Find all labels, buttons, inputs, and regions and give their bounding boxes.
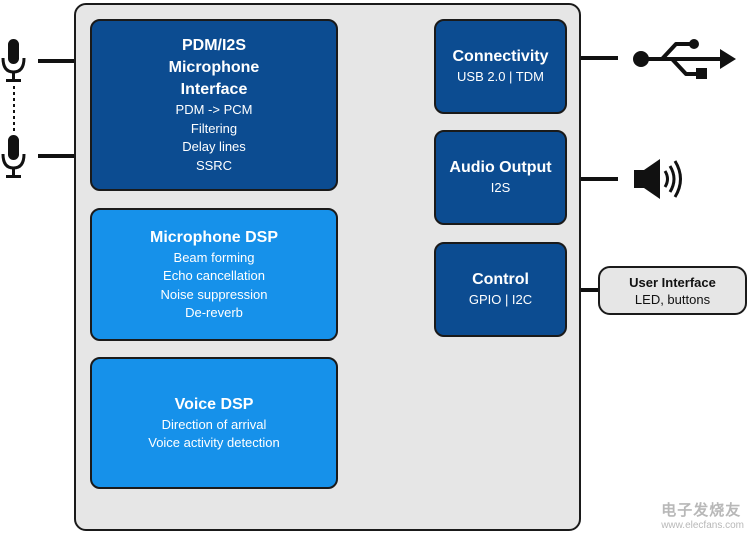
ui-connector xyxy=(581,288,599,292)
connectivity-sub: USB 2.0 | TDM xyxy=(457,69,544,85)
speaker-connector xyxy=(581,177,618,181)
voice-dsp-title: Voice DSP xyxy=(174,395,254,413)
pdm-item: Delay lines xyxy=(182,139,246,154)
mic-dsp-item: Noise suppression xyxy=(160,286,268,302)
microphone-icon xyxy=(1,135,26,178)
user-interface-title: User Interface xyxy=(629,274,716,290)
connectivity-title: Connectivity xyxy=(452,48,549,66)
usb-connector xyxy=(581,56,618,60)
pdm-i2s-block: PDM/I2S Microphone Interface PDM -> PCM … xyxy=(90,19,338,191)
pdm-item: Filtering xyxy=(190,120,238,136)
voice-dsp-item: Direction of arrival xyxy=(161,416,267,432)
microphone-icon xyxy=(1,39,26,82)
pdm-item: SSRC xyxy=(195,157,233,173)
watermark-url: www.elecfans.com xyxy=(661,520,744,531)
control-block: Control GPIO | I2C xyxy=(434,242,567,337)
voice-dsp-item: Voice activity detection xyxy=(148,435,280,450)
audio-output-sub: I2S xyxy=(490,180,511,196)
mic-dotted-connector xyxy=(13,86,15,132)
microphone-dsp-title: Microphone DSP xyxy=(149,228,278,246)
mic1-connector xyxy=(38,59,75,63)
mic-dsp-item: De-reverb xyxy=(185,305,243,320)
pdm-item: PDM -> PCM xyxy=(175,102,253,117)
watermark: 电子发烧友 www.elecfans.com xyxy=(661,499,744,531)
audio-output-title: Audio Output xyxy=(449,159,552,177)
control-sub: GPIO | I2C xyxy=(468,292,533,308)
mic-dsp-item: Beam forming xyxy=(173,249,255,265)
connectivity-block: Connectivity USB 2.0 | TDM xyxy=(434,19,567,114)
user-interface-sub: LED, buttons xyxy=(634,291,711,307)
pdm-i2s-items: PDM -> PCM Filtering Delay lines SSRC xyxy=(92,101,336,175)
mic-dsp-item: Echo cancellation xyxy=(163,268,265,283)
control-title: Control xyxy=(472,271,529,289)
usb-icon xyxy=(633,39,736,79)
microphone-dsp-items: Beam forming Echo cancellation Noise sup… xyxy=(92,249,336,323)
voice-dsp-items: Direction of arrival Voice activity dete… xyxy=(92,416,336,453)
voice-dsp-block: Voice DSP Direction of arrival Voice act… xyxy=(90,357,338,489)
speaker-icon xyxy=(634,159,682,199)
user-interface-box: User Interface LED, buttons xyxy=(598,266,747,315)
watermark-cn: 电子发烧友 xyxy=(661,502,742,519)
mic2-connector xyxy=(38,154,75,158)
microphone-dsp-block: Microphone DSP Beam forming Echo cancell… xyxy=(90,208,338,341)
audio-output-block: Audio Output I2S xyxy=(434,130,567,225)
pdm-i2s-title: PDM/I2S Microphone Interface xyxy=(168,37,260,98)
